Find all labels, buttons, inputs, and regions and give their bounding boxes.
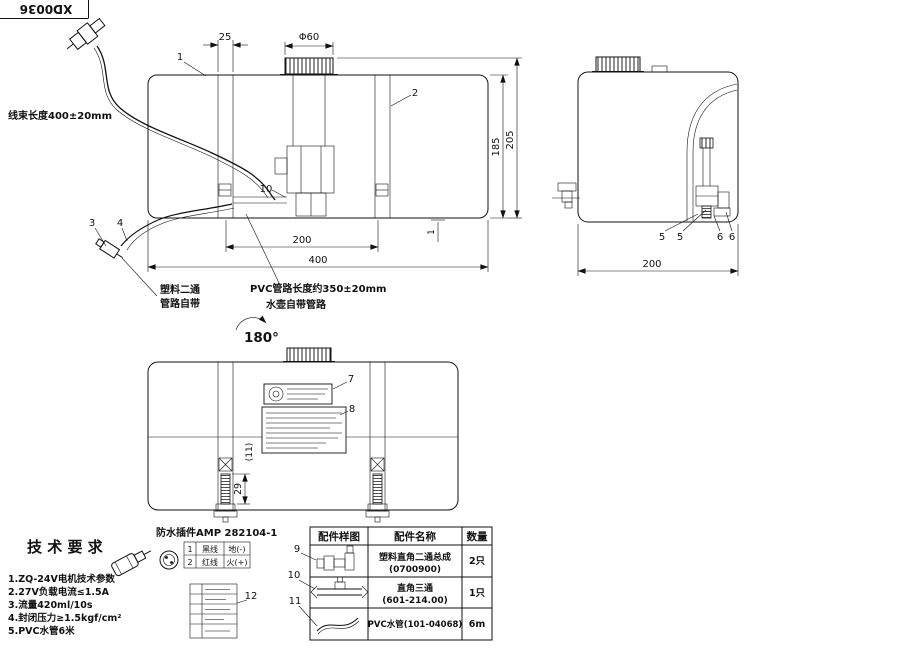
svg-text:红线: 红线 (202, 557, 218, 567)
drawing-number: XD0036 (20, 2, 73, 16)
plug-face-drawing (159, 550, 179, 570)
part-sample-tee (310, 576, 369, 599)
rotation-label: 180° (244, 330, 279, 346)
svg-text:Φ60: Φ60 (299, 32, 320, 43)
plug-drawing (111, 550, 152, 577)
title-block-corner: XD0036 (0, 0, 89, 19)
svg-text:185: 185 (491, 137, 502, 156)
svg-text:火(+): 火(+) (227, 558, 248, 567)
tech-item-5: 5.PVC水管6米 (8, 625, 75, 637)
svg-text:1: 1 (187, 545, 192, 554)
logo-label (263, 383, 333, 405)
svg-text:400: 400 (308, 255, 327, 266)
rotated-view: 7 8 (11) 29 (147, 347, 459, 523)
dim-200-side: 200 (577, 224, 739, 276)
dim-185: 185 (490, 74, 508, 219)
part-name-1b: (0700900) (389, 565, 441, 575)
tech-item-3: 3.流量420ml/10s (8, 599, 93, 611)
connector-note: 防水插件AMP 282104-1 (156, 526, 277, 539)
part-qty-3: 6m (469, 619, 486, 630)
balloon-6b: 6 (729, 232, 735, 243)
balloon-3: 3 (89, 218, 95, 229)
balloon-10: 10 (260, 184, 273, 195)
balloon-11-ref: (11) (245, 443, 255, 461)
pvc-pipe-note-2: 水壶自带管路 (265, 298, 327, 311)
part-name-2a: 直角三通 (397, 582, 433, 594)
balloon-7: 7 (348, 374, 354, 385)
part-sample-elbow (316, 545, 355, 571)
balloon-6a: 6 (717, 232, 723, 243)
front-view: 1 2 10 3 4 25 Φ60 185 (8, 17, 522, 311)
svg-text:2: 2 (187, 558, 192, 567)
part-sample-pipe (316, 617, 360, 635)
rotation-mark: 180° (235, 315, 279, 346)
dim-25: 25 (203, 32, 248, 72)
mounting-foot-right (365, 457, 390, 523)
tech-title: 技 术 要 求 (27, 538, 104, 556)
parts-header-sample: 配件样图 (318, 530, 360, 543)
dim-200-front: 200 (225, 220, 379, 252)
dim-phi60: Φ60 (284, 32, 334, 55)
part-qty-1: 2只 (469, 556, 486, 567)
svg-text:黑线: 黑线 (202, 544, 218, 554)
internal-pump-front (233, 75, 335, 217)
pvc-pipe-note-1: PVC管路长度约350±20mm (250, 282, 386, 295)
label-box-12: 12 (189, 583, 258, 639)
wire-harness (66, 17, 276, 201)
balloon-5b: 5 (677, 232, 683, 243)
tech-item-2: 2.27V负载电流≤1.5A (8, 586, 110, 598)
balloon-9: 9 (294, 544, 300, 555)
side-view: 5 5 6 6 200 (552, 56, 739, 276)
connector-detail: 防水插件AMP 282104-1 1 黑线 地(-) 2 红线 火(+) (111, 526, 277, 577)
mounting-foot-left (213, 457, 238, 523)
balloon-4: 4 (117, 218, 123, 229)
harness-length-note: 线束长度400±20mm (8, 109, 112, 122)
plastic-two-way-note-2: 管路自带 (160, 297, 200, 310)
balloon-1: 1 (177, 52, 183, 63)
parts-header-name: 配件名称 (394, 530, 436, 543)
filler-cap-rotated (283, 347, 335, 363)
tech-item-1: 1.ZQ-24V电机技术参数 (8, 573, 115, 585)
svg-text:地(-): 地(-) (228, 544, 245, 554)
svg-text:200: 200 (642, 259, 661, 270)
balloon-5a: 5 (659, 232, 665, 243)
svg-text:25: 25 (219, 32, 232, 43)
part-name-2b: (601-214.00) (382, 596, 447, 606)
mounting-bracket-side (552, 182, 580, 209)
svg-text:29: 29 (233, 483, 244, 495)
tech-requirements: 技 术 要 求 1.ZQ-24V电机技术参数 2.27V负载电流≤1.5A 3.… (8, 538, 121, 637)
dim-1: 1 (427, 219, 445, 242)
svg-text:1: 1 (427, 229, 437, 234)
dim-205: 205 (337, 57, 522, 219)
dim-400: 400 (147, 220, 489, 272)
balloon-12: 12 (245, 591, 258, 602)
plastic-two-way-note-1: 塑料二通 (160, 283, 200, 296)
tech-item-4: 4.封闭压力≥1.5kgf/cm² (8, 612, 121, 624)
parts-table: 配件样图 配件名称 数量 塑料直角二通总成 (0700900) 2只 9 直角三… (288, 526, 493, 641)
svg-text:200: 200 (292, 235, 311, 246)
balloon-11-table: 11 (289, 596, 302, 607)
outlet-hose (95, 203, 235, 259)
wire-table: 1 黑线 地(-) 2 红线 火(+) (183, 541, 251, 569)
balloon-8: 8 (349, 404, 355, 415)
svg-text:205: 205 (505, 130, 516, 149)
filler-cap-side (592, 56, 644, 73)
filler-cap-front (280, 57, 338, 75)
parts-header-qty: 数量 (466, 530, 488, 543)
internal-pump-side (695, 137, 731, 219)
spec-label (261, 406, 347, 454)
balloon-10-table: 10 (288, 570, 301, 581)
part-name-3a: PVC水管(101-04068) (368, 619, 463, 630)
dim-29: 29 (232, 473, 250, 505)
part-name-1a: 塑料直角二通总成 (379, 551, 451, 563)
part-qty-2: 1只 (469, 588, 486, 599)
balloon-2: 2 (412, 88, 418, 99)
